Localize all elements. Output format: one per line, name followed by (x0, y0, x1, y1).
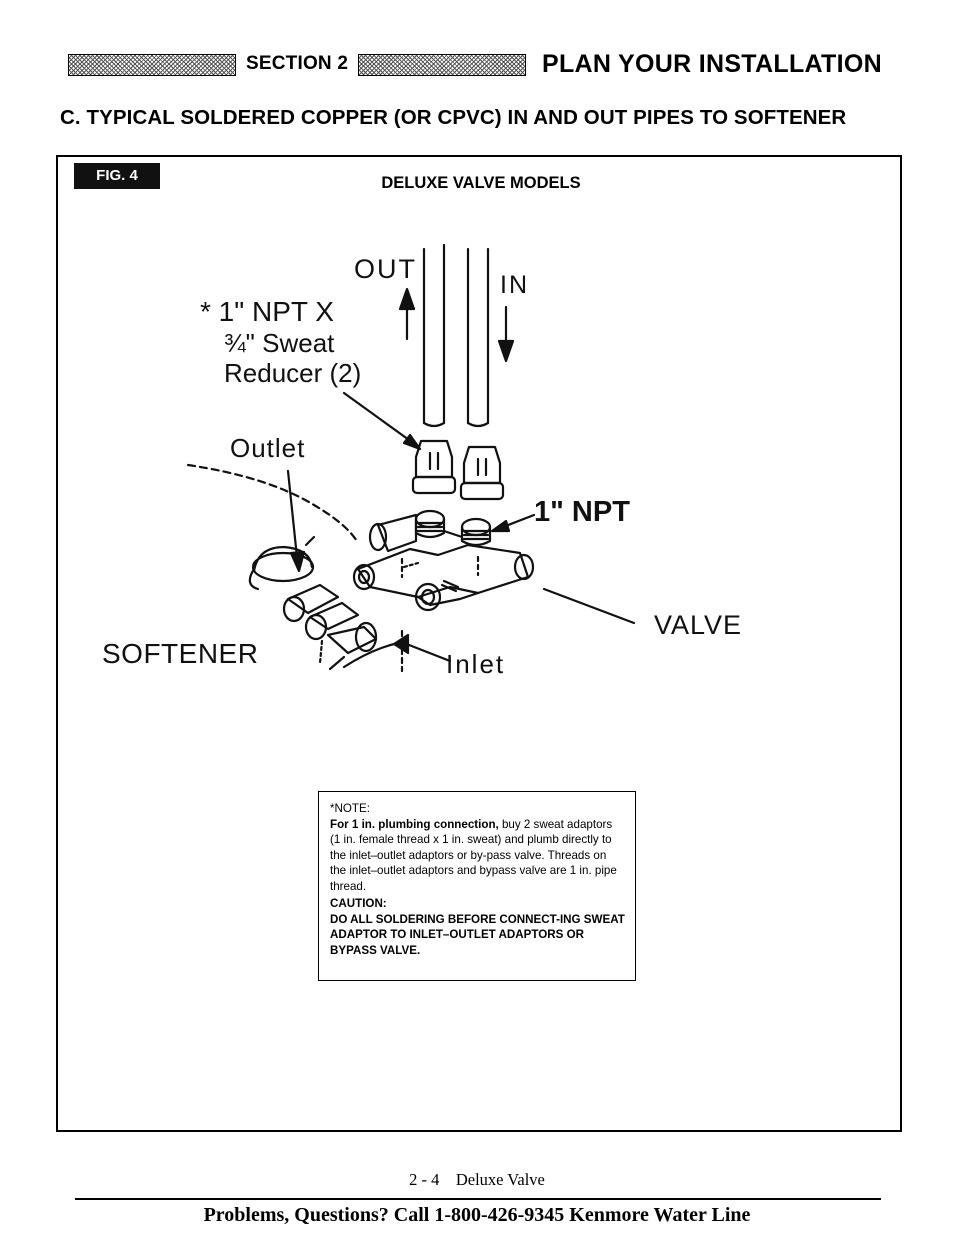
note-bold-lead: For 1 in. plumbing connection, (330, 817, 499, 831)
note-box: *NOTE: For 1 in. plumbing connection, bu… (318, 791, 636, 981)
caution-heading: CAUTION: (330, 897, 387, 910)
note-heading: *NOTE: (330, 802, 370, 815)
figure-frame: FIG. 4 DELUXE VALVE MODELS (56, 155, 902, 1132)
label-npt: 1" NPT (534, 496, 630, 528)
subsection-title: C. TYPICAL SOLDERED COPPER (OR CPVC) IN … (60, 106, 847, 129)
label-inlet: Inlet (446, 649, 506, 679)
valve-diagram (186, 243, 636, 673)
hatched-bar-left (68, 54, 236, 76)
in-flow-arrow-icon (497, 305, 515, 363)
hatched-bar-right (358, 54, 526, 76)
softener-tank-top (248, 535, 316, 591)
out-flow-arrow-icon (398, 287, 416, 341)
caution-body: DO ALL SOLDERING BEFORE CONNECT-ING SWEA… (330, 912, 625, 957)
reducer-fitting-right (459, 445, 505, 501)
inlet-arrow-icon (342, 629, 452, 673)
out-pipe (422, 243, 446, 428)
footer-rule (75, 1198, 881, 1200)
threaded-stub-right (460, 517, 492, 547)
footer-page-ref-text: 2 - 4 Deluxe Valve (409, 1170, 545, 1189)
label-valve: VALVE (654, 610, 743, 640)
figure-caption: DELUXE VALVE MODELS (381, 174, 581, 192)
note-body-text: buy 2 sweat adaptors (1 in. female threa… (330, 817, 617, 893)
section-label: SECTION 2 (246, 53, 349, 74)
npt-leader-arrow (490, 513, 536, 533)
in-pipe (466, 247, 490, 428)
figure-tag: FIG. 4 (74, 163, 160, 189)
label-out: OUT (354, 254, 417, 284)
outlet-dashed-line (186, 463, 360, 545)
footer-page-ref: 2 - 4 Deluxe Valve (0, 1170, 954, 1190)
reducer-leader-arrow (342, 391, 422, 451)
section-title: PLAN YOUR INSTALLATION (542, 50, 882, 78)
label-softener: SOFTENER (102, 638, 259, 669)
bypass-valve-body (352, 513, 535, 612)
footer-help-line: Problems, Questions? Call 1-800-426-9345… (203, 1204, 751, 1226)
threaded-stub-left (414, 509, 446, 539)
softener-adaptors (282, 583, 378, 671)
label-reducer-line1: * 1" NPT X (200, 296, 334, 327)
label-in: IN (500, 271, 529, 299)
section-header: SECTION 2 PLAN YOUR INSTALLATION (68, 50, 898, 82)
label-reducer-line3: Reducer (2) (224, 358, 362, 388)
label-outlet: Outlet (230, 433, 306, 463)
label-reducer-line2: ¾" Sweat (224, 328, 335, 358)
valve-leader-line (542, 587, 636, 625)
note-body: For 1 in. plumbing connection, buy 2 swe… (330, 818, 617, 893)
reducer-fitting-left (411, 439, 457, 495)
